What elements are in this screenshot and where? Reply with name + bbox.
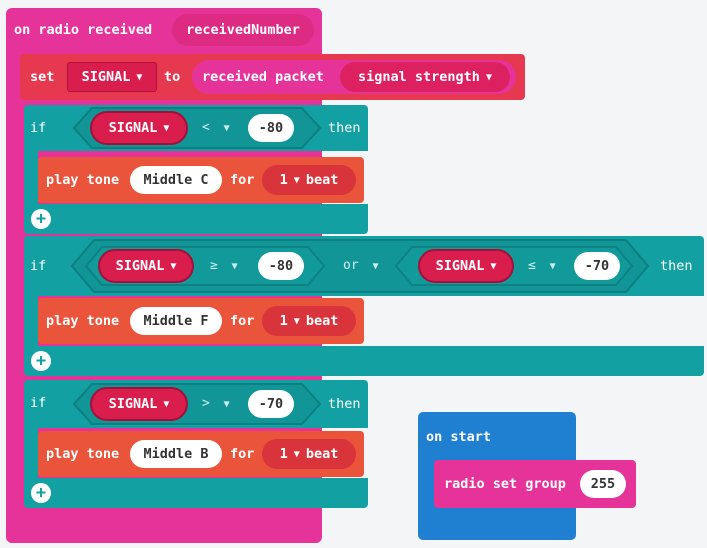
signal-variable-2b[interactable]: SIGNAL ▼ — [418, 249, 514, 283]
value-field-3[interactable]: -70 — [248, 390, 294, 418]
signal-variable-3[interactable]: SIGNAL ▼ — [90, 387, 188, 421]
signal-variable-2a[interactable]: SIGNAL ▼ — [98, 249, 194, 283]
if-label-2: if — [30, 258, 47, 274]
add-else-icon-3[interactable]: + — [31, 483, 51, 503]
operator-dropdown-1[interactable]: < ▼ — [202, 120, 230, 135]
if-block-3-spine — [24, 428, 38, 480]
add-else-icon-1[interactable]: + — [31, 209, 51, 229]
value-field-2b[interactable]: -70 — [574, 252, 620, 280]
beat-dropdown-3[interactable]: 1 ▼ beat — [262, 439, 356, 469]
note-field-3[interactable]: Middle B — [130, 440, 222, 468]
signal-strength-dropdown[interactable]: signal strength ▼ — [340, 62, 510, 92]
received-number-param[interactable]: receivedNumber — [172, 14, 314, 46]
chevron-down-icon: ▼ — [163, 122, 170, 134]
if-block-1-spine — [24, 151, 38, 206]
note-field-2[interactable]: Middle F — [130, 307, 222, 335]
chevron-down-icon: ▼ — [490, 260, 497, 272]
then-label-2: then — [660, 258, 693, 274]
chevron-down-icon: ▼ — [223, 123, 230, 134]
signal-variable-label: SIGNAL — [108, 396, 158, 412]
signal-strength-label: signal strength — [358, 69, 480, 85]
if-block-2-spine — [24, 296, 38, 348]
operator-dropdown-2b[interactable]: ≤ ▼ — [528, 258, 556, 273]
signal-variable-label: SIGNAL — [108, 120, 158, 136]
to-label: to — [164, 69, 181, 85]
received-number-label: receivedNumber — [186, 22, 300, 38]
chevron-down-icon: ▼ — [231, 261, 238, 272]
operator-dropdown-3[interactable]: > ▼ — [202, 396, 230, 411]
signal-variable-label: SIGNAL — [81, 69, 131, 85]
play-tone-label-2: play tone — [46, 313, 120, 329]
signal-variable-1[interactable]: SIGNAL ▼ — [90, 111, 188, 145]
value-field-2a[interactable]: -80 — [258, 252, 304, 280]
if-block-3-footer — [24, 478, 368, 508]
chevron-down-icon: ▼ — [163, 398, 170, 410]
chevron-down-icon: ▼ — [136, 71, 143, 83]
for-label-1: for — [230, 172, 255, 188]
signal-variable-label: SIGNAL — [115, 258, 165, 274]
chevron-down-icon: ▼ — [170, 260, 177, 272]
for-label-2: for — [230, 313, 255, 329]
add-else-icon-2[interactable]: + — [31, 351, 51, 371]
if-label-1: if — [30, 120, 47, 136]
chevron-down-icon: ▼ — [485, 71, 492, 83]
operator-dropdown-2a[interactable]: ≥ ▼ — [210, 258, 238, 273]
beat-dropdown-1[interactable]: 1 ▼ beat — [262, 165, 356, 195]
if-block-1-footer — [24, 204, 368, 234]
chevron-down-icon: ▼ — [223, 399, 230, 410]
set-label: set — [30, 69, 55, 85]
chevron-down-icon: ▼ — [372, 261, 379, 272]
play-tone-label-3: play tone — [46, 446, 120, 462]
radio-set-group-label: radio set group — [444, 476, 566, 492]
for-label-3: for — [230, 446, 255, 462]
signal-variable-dropdown[interactable]: SIGNAL ▼ — [67, 62, 157, 92]
on-radio-received-label: on radio received — [14, 22, 153, 38]
beat-dropdown-2[interactable]: 1 ▼ beat — [262, 306, 356, 336]
chevron-down-icon: ▼ — [549, 261, 556, 272]
received-packet-label: received packet — [202, 69, 324, 85]
chevron-down-icon: ▼ — [293, 174, 300, 186]
or-logic-dropdown[interactable]: or ▼ — [343, 258, 379, 273]
then-label-3: then — [328, 396, 361, 412]
play-tone-label-1: play tone — [46, 172, 120, 188]
group-value-field[interactable]: 255 — [580, 470, 626, 498]
then-label-1: then — [328, 120, 361, 136]
on-start-label: on start — [426, 429, 492, 445]
if-label-3: if — [30, 395, 47, 411]
note-field-1[interactable]: Middle C — [130, 166, 222, 194]
chevron-down-icon: ▼ — [293, 448, 300, 460]
if-block-2-footer — [24, 346, 704, 376]
signal-variable-label: SIGNAL — [435, 258, 485, 274]
chevron-down-icon: ▼ — [293, 315, 300, 327]
value-field-1[interactable]: -80 — [248, 114, 294, 142]
